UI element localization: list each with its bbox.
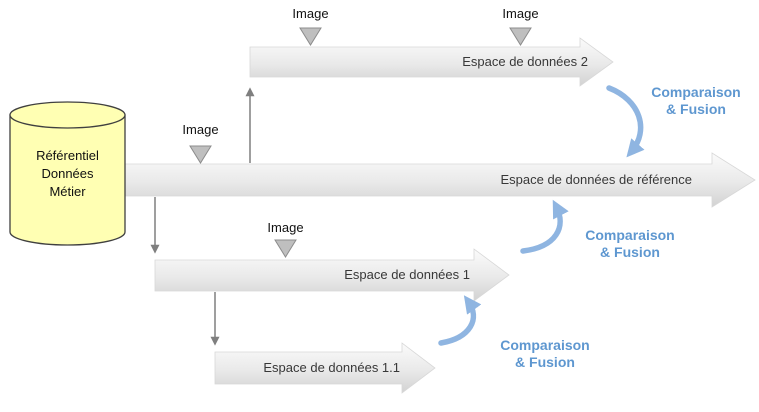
band-arrow-dataspace-2 [249, 37, 614, 87]
band-label-dataspace-1-1: Espace de données 1.1 [263, 360, 400, 375]
database-cylinder-icon [9, 101, 126, 246]
image-marker-label-4: Image [267, 220, 304, 235]
branch-connector-arrows [150, 87, 255, 346]
merge-label-bottom: Comparaison & Fusion [500, 337, 590, 370]
band-arrow-dataspace-1-1 [214, 342, 436, 394]
band-arrow-dataspace-1 [154, 248, 510, 302]
merge-arrow-top [606, 85, 645, 158]
image-marker-label-3: Image [182, 122, 219, 137]
image-marker-icon-2 [509, 27, 532, 46]
merge-curved-arrows [438, 85, 645, 346]
band-label-dataspace-2: Espace de données 2 [462, 54, 588, 69]
merge-label-top: Comparaison & Fusion [651, 84, 741, 117]
image-marker-label-2: Image [502, 6, 539, 21]
merge-label-middle: Comparaison & Fusion [585, 227, 675, 260]
image-marker-label-1: Image [292, 6, 329, 21]
database-label: Référentiel Données Métier [36, 148, 99, 199]
merge-arrow-middle [520, 199, 569, 254]
band-label-dataspace-1: Espace de données 1 [344, 267, 470, 282]
band-arrow-reference-dataspace [57, 152, 756, 208]
image-marker-triangles [189, 27, 532, 258]
image-marker-icon-1 [299, 27, 322, 46]
image-marker-icon-4 [274, 239, 297, 258]
band-label-reference-dataspace: Espace de données de référence [500, 172, 692, 187]
merge-arrow-bottom [438, 295, 482, 346]
image-marker-icon-3 [189, 145, 212, 164]
